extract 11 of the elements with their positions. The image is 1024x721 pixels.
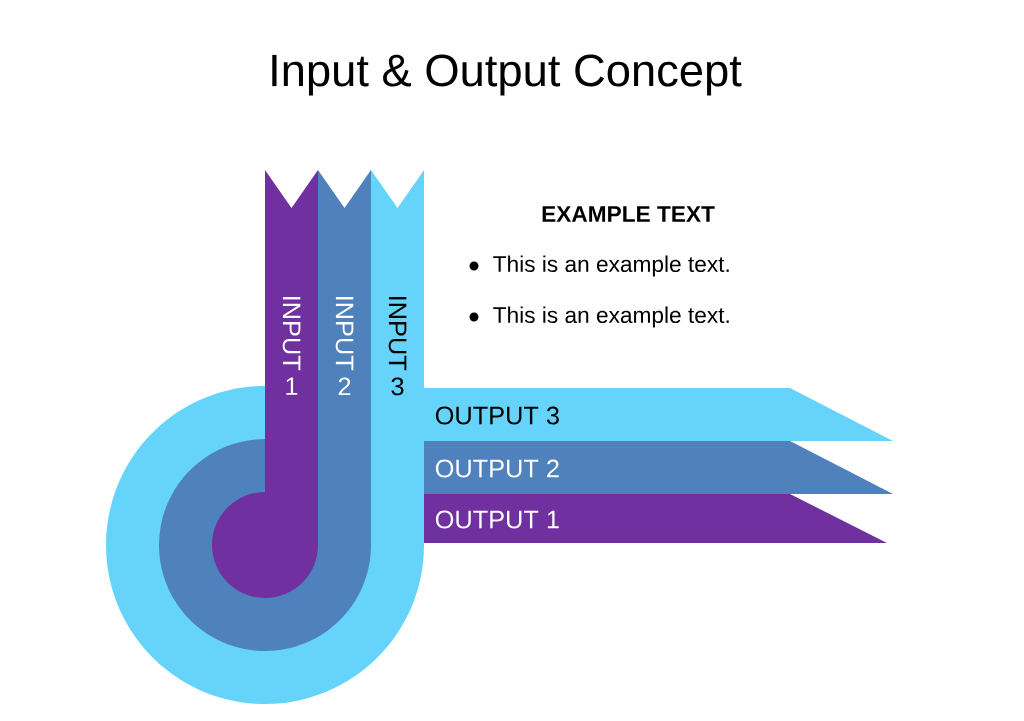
heading: EXAMPLE TEXT: [542, 206, 715, 222]
arrow-ribbon: OUTPUT 2: [424, 441, 893, 494]
title: Input & Output Concept: [272, 54, 742, 96]
node-label: 2: [338, 377, 351, 396]
node-label: INPUT: [388, 297, 407, 371]
arrow-ribbon: OUTPUT 3: [424, 388, 893, 441]
node-label: OUTPUT 3: [435, 406, 559, 425]
bullet-item: This is an example text.: [469, 306, 729, 328]
node-label: INPUT: [335, 297, 354, 371]
bullet-item: This is an example text.: [469, 255, 729, 277]
arrow-ribbon: OUTPUT 1: [424, 494, 887, 543]
